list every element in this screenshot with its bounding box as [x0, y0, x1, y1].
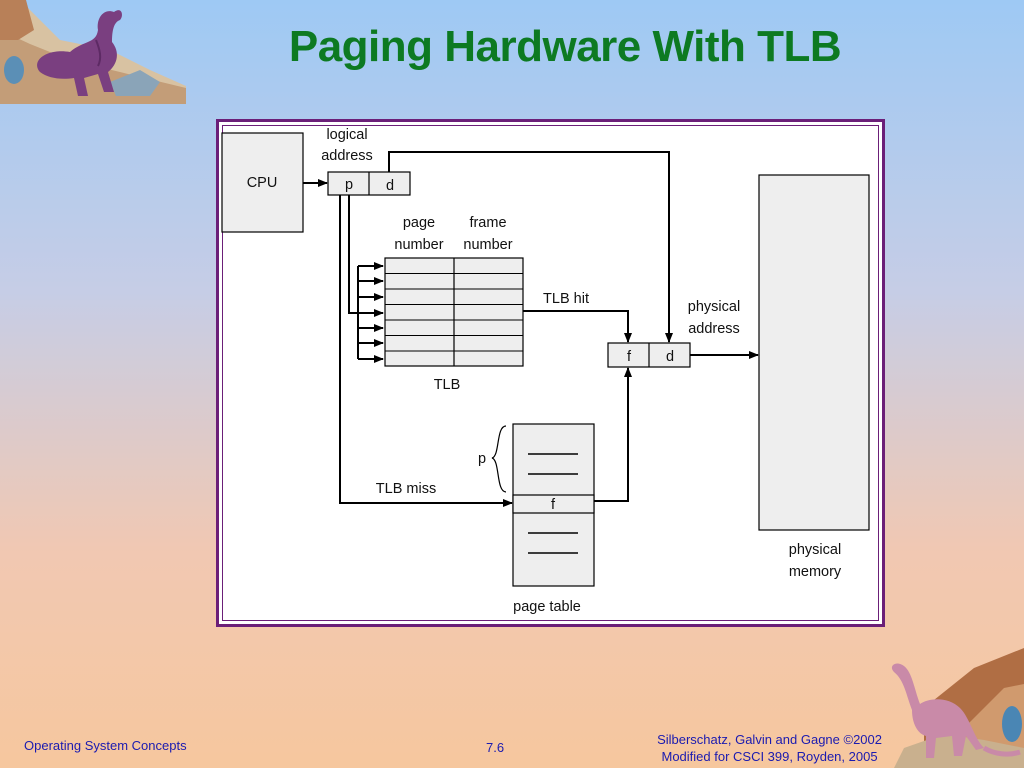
tlb-hit-arrow	[523, 310, 632, 343]
cpu-label: CPU	[247, 175, 278, 191]
footer-credits-line2: Modified for CSCI 399, Royden, 2005	[661, 749, 878, 764]
physical-address-label-line1: physical	[688, 299, 740, 315]
physical-f-label: f	[627, 349, 632, 365]
physical-memory-label-line2: memory	[789, 564, 842, 580]
page-table-p-label: p	[478, 451, 486, 467]
footer-page-number: 7.6	[486, 740, 505, 755]
footer-credits-line1: Silberschatz, Galvin and Gagne ©2002	[657, 732, 882, 747]
page-table-entry-f	[512, 494, 595, 514]
dinosaur-logo-top-left	[0, 0, 186, 104]
tlb-miss-arrow	[339, 195, 513, 507]
tlb-label: TLB	[434, 377, 461, 393]
logical-d-label: d	[386, 178, 394, 194]
physical-address-label-line2: address	[688, 321, 740, 337]
page-number-label-line2: number	[394, 237, 443, 253]
footer-credits: Silberschatz, Galvin and Gagne ©2002 Mod…	[657, 731, 882, 765]
page-number-label-line1: page	[403, 215, 435, 231]
frame-number-label-line1: frame	[469, 215, 506, 231]
physical-memory-box	[758, 174, 870, 531]
page-table-entry-lines	[528, 453, 578, 554]
p-to-tlb-lookup-arrows	[348, 195, 384, 363]
page-table-label: page table	[513, 599, 581, 615]
page-table-to-frame-arrow	[594, 367, 632, 502]
diagram-frame-inner-border	[222, 125, 879, 621]
tlb-miss-label: TLB miss	[376, 481, 436, 497]
logical-address-label-line2: address	[321, 148, 373, 164]
logical-address-label-line1: logical	[326, 127, 367, 143]
logical-p-label: p	[345, 177, 353, 193]
tlb-table	[384, 257, 524, 367]
slide-title: Paging Hardware With TLB	[288, 22, 842, 71]
physical-d-label: d	[666, 349, 674, 365]
footer-course-title: Operating System Concepts	[24, 738, 187, 753]
frame-number-label-line2: number	[463, 237, 512, 253]
tlb-hit-label: TLB hit	[543, 291, 589, 307]
page-table-p-brace	[491, 425, 507, 493]
offset-d-path	[388, 151, 673, 343]
physical-memory-label-line1: physical	[789, 542, 841, 558]
page-table-f-label: f	[551, 497, 556, 513]
dinosaur-logo-bottom-right	[891, 648, 1024, 768]
